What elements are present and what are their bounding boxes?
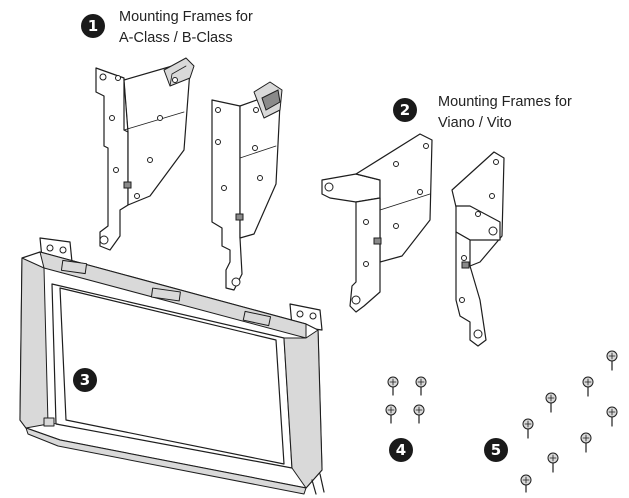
screw-long (606, 406, 618, 427)
screw-long (606, 350, 618, 371)
screw-small (385, 404, 397, 424)
badge-5 (484, 438, 508, 462)
label-2-line1: Mounting Frames for (438, 94, 572, 110)
label-2-line2: Viano / Vito (438, 115, 512, 131)
callout-5: 5 (484, 438, 508, 462)
screw-small (415, 376, 427, 396)
screws-long-group (520, 350, 618, 493)
badge-4 (389, 438, 413, 462)
callout-2: 2 Mounting Frames for Viano / Vito (393, 94, 572, 131)
screw-long (520, 474, 532, 493)
bracket-a-class-left (95, 57, 195, 251)
bracket-viano-left (321, 133, 433, 313)
screw-long (522, 418, 534, 439)
fascia-panel (19, 237, 325, 495)
screw-long (582, 376, 594, 397)
screw-long (547, 452, 559, 473)
screw-long (545, 392, 557, 413)
badge-3 (73, 368, 97, 392)
callout-3: 3 (73, 368, 97, 392)
screws-small-group (385, 376, 427, 424)
badge-4-number: 4 (396, 441, 406, 459)
label-1-line2: A-Class / B-Class (119, 30, 233, 46)
screw-small (387, 376, 399, 396)
callout-4: 4 (389, 438, 413, 462)
badge-1 (81, 14, 105, 38)
screw-long (580, 432, 592, 453)
callout-1: 1 Mounting Frames for A-Class / B-Class (81, 9, 253, 46)
screw-small (413, 404, 425, 424)
label-1-line1: Mounting Frames for (119, 9, 253, 25)
bracket-viano-right (451, 151, 505, 347)
badge-5-number: 5 (491, 441, 501, 459)
badge-2-number: 2 (400, 101, 410, 119)
badge-1-number: 1 (88, 17, 98, 35)
badge-3-number: 3 (80, 371, 90, 389)
badge-2 (393, 98, 417, 122)
bracket-a-class-right (211, 81, 283, 291)
